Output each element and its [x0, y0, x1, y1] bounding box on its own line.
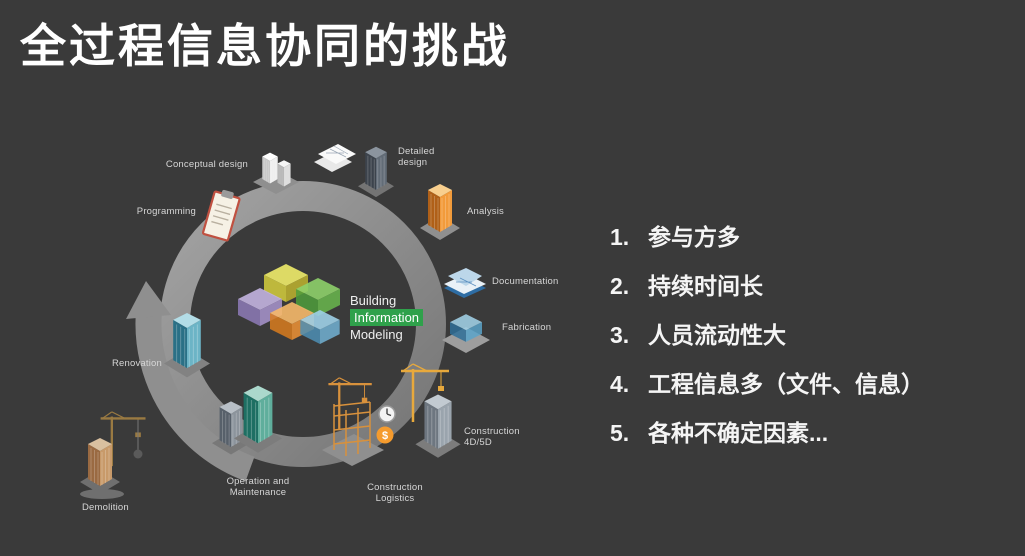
stage-label-construction-4d5d: Construction 4D/5D	[464, 426, 520, 448]
list-item: 1. 参与方多	[610, 224, 1010, 251]
item-number: 1.	[610, 224, 630, 250]
stage-label-fabrication: Fabrication	[502, 322, 552, 333]
stage-label-renovation: Renovation	[111, 358, 162, 369]
operation-maintenance-building-icon	[212, 385, 282, 455]
list-item: 2. 持续时间长	[610, 273, 1010, 300]
bim-word-building: Building	[350, 293, 397, 308]
stage-label-documentation: Documentation	[492, 276, 559, 287]
dollar-icon: $	[376, 426, 394, 444]
programming-clipboard-icon	[201, 189, 241, 242]
item-text: 各种不确定因素...	[648, 420, 829, 446]
list-item: 4. 工程信息多（文件、信息）	[610, 371, 1010, 398]
item-number: 4.	[610, 371, 630, 397]
stage-label-conceptual-design: Conceptual design	[165, 159, 248, 170]
fabrication-container-icon	[442, 314, 490, 353]
dollar-badge: $	[382, 430, 388, 442]
bim-label: Building Information Modeling	[350, 292, 424, 343]
rubble-pile	[80, 489, 124, 499]
construction-4d5d-crane-building-icon: $	[376, 362, 461, 459]
bim-lifecycle-diagram: $	[78, 126, 570, 546]
item-text: 参与方多	[648, 224, 740, 250]
bim-cubes-icon	[238, 264, 340, 344]
stage-label-programming: Programming	[136, 206, 196, 217]
wrecking-ball-icon	[133, 449, 143, 459]
construction-logistics-scaffold-icon	[322, 376, 384, 466]
list-item: 5. 各种不确定因素...	[610, 420, 1010, 447]
stage-label-analysis: Analysis	[467, 206, 504, 217]
bim-word-information: Information	[350, 309, 424, 326]
cycle-tail-arc	[135, 309, 255, 482]
bim-word-modeling: Modeling	[350, 327, 403, 342]
analysis-building-icon	[419, 183, 461, 241]
item-number: 3.	[610, 322, 630, 348]
challenges-list: 1. 参与方多 2. 持续时间长 3. 人员流动性大 4. 工程信息多（文件、信…	[610, 224, 1010, 469]
item-number: 5.	[610, 420, 630, 446]
conceptual-design-building-icon	[253, 152, 299, 194]
item-text: 持续时间长	[648, 273, 763, 299]
stage-label-demolition: Demolition	[82, 502, 129, 513]
cycle-arrow-icon	[126, 281, 171, 319]
slide-title: 全过程信息协同的挑战	[20, 20, 510, 72]
item-text: 人员流动性大	[648, 322, 786, 348]
stage-label-operation-maintenance: Operation and Maintenance	[226, 476, 290, 498]
stage-label-detailed-design: Detailed design	[398, 146, 435, 168]
renovation-building-icon	[164, 312, 210, 378]
stage-label-construction-logistics: Construction Logistics	[367, 482, 423, 504]
demolition-building-crane-icon	[80, 410, 147, 499]
list-item: 3. 人员流动性大	[610, 322, 1010, 349]
item-number: 2.	[610, 273, 630, 299]
documentation-blueprints-icon	[444, 268, 486, 298]
item-text: 工程信息多（文件、信息）	[648, 371, 924, 397]
clock-icon	[378, 405, 396, 423]
detailed-design-plans-and-tower-icon	[314, 144, 394, 198]
